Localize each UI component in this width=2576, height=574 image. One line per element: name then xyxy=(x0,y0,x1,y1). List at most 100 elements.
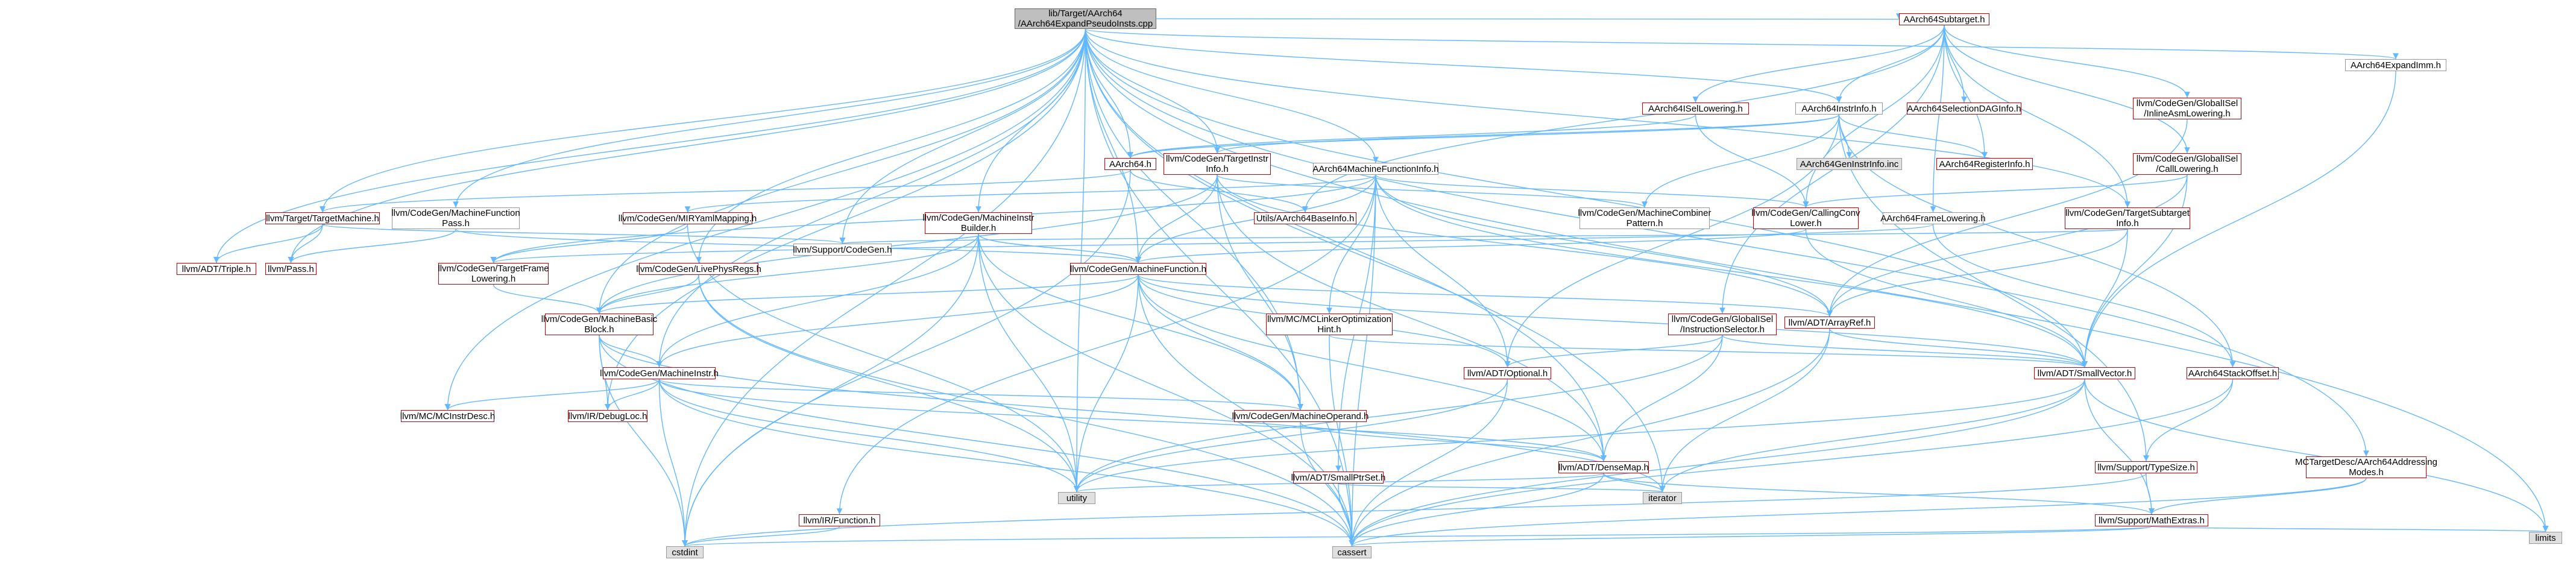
edge-optional-to-cassert xyxy=(1349,379,1508,547)
node-support-mathextras[interactable]: llvm/Support/MathExtras.h xyxy=(2095,514,2208,526)
node-aarch64-stackoffset[interactable]: AArch64StackOffset.h xyxy=(2187,367,2279,379)
node-root-file: lib/Target/AArch64 /AArch64ExpandPseudoI… xyxy=(1015,8,1156,29)
edge-subtarget-to-gisel_inlineasm xyxy=(1944,25,2190,98)
node-adt-smallptrset[interactable]: llvm/ADT/SmallPtrSet.h xyxy=(1291,472,1386,484)
edge-machineinstr-to-debugloc xyxy=(605,379,660,411)
edge-targetmachine-to-pass xyxy=(288,224,323,263)
node-adt-smallvector[interactable]: llvm/ADT/SmallVector.h xyxy=(2034,367,2135,379)
node-globalisel-instructionselector[interactable]: llvm/CodeGen/GlobalISel /InstructionSele… xyxy=(1668,314,1777,335)
node-cassert: cassert xyxy=(1332,546,1371,558)
node-adt-triple[interactable]: llvm/ADT/Triple.h xyxy=(177,263,256,275)
node-codegen-targetframelowering[interactable]: llvm/CodeGen/TargetFrame Lowering.h xyxy=(438,263,549,285)
edge-instrinfo-to-stackoffset xyxy=(1838,114,2236,368)
node-aarch64-selectiondaginfo[interactable]: AArch64SelectionDAGInfo.h xyxy=(1907,102,2021,115)
node-codegen-machinecombinerpattern[interactable]: llvm/CodeGen/MachineCombiner Pattern.h xyxy=(1578,207,1712,229)
edge-gisel_instrselector-to-densemap xyxy=(1601,335,1723,462)
node-globalisel-calllowering[interactable]: llvm/CodeGen/GlobalISel /CallLowering.h xyxy=(2133,153,2241,175)
edge-root-to-limits xyxy=(1085,28,2549,532)
edge-root-to-targetinstrinfo xyxy=(1085,28,1220,154)
node-aarch64-subtarget[interactable]: AArch64Subtarget.h xyxy=(1899,13,1989,25)
node-codegen-miryamlmapping[interactable]: llvm/CodeGen/MIRYamlMapping.h xyxy=(618,212,757,224)
edge-root-to-debugloc xyxy=(605,28,1086,411)
node-aarch64-expandimm[interactable]: AArch64ExpandImm.h xyxy=(2345,59,2446,71)
edge-mfi-to-smallvector xyxy=(1375,174,2088,368)
edge-root-to-targetmachine xyxy=(320,28,1086,213)
edge-mfi-to-arrayref xyxy=(1375,174,1833,317)
node-codegen-targetinstrinfo[interactable]: llvm/CodeGen/TargetInstr Info.h xyxy=(1164,153,1271,175)
edge-aarch64h-to-cstdint xyxy=(682,169,1131,547)
node-aarch64-instrinfo[interactable]: AArch64InstrInfo.h xyxy=(1795,102,1883,115)
edge-machinefunction-to-arrayref xyxy=(1138,274,1833,317)
edge-mathextras-to-cstdint xyxy=(682,526,2152,547)
node-ir-function[interactable]: llvm/IR/Function.h xyxy=(799,514,880,526)
node-adt-arrayref[interactable]: llvm/ADT/ArrayRef.h xyxy=(1784,317,1875,329)
edge-targetinstrinfo-to-combinerpattern xyxy=(1217,174,1648,208)
node-support-typesize[interactable]: llvm/Support/TypeSize.h xyxy=(2095,461,2197,473)
edge-machinefunction-to-machineinstr xyxy=(656,274,1139,368)
edge-machinefunction-to-mbb xyxy=(596,274,1139,314)
edge-root-to-machinefunction xyxy=(1085,28,1141,263)
node-aarch64-h[interactable]: AArch64.h xyxy=(1104,158,1156,170)
node-codegen-callingconvlower[interactable]: llvm/CodeGen/CallingConv Lower.h xyxy=(1751,207,1860,229)
node-aarch64-registerinfo[interactable]: AArch64RegisterInfo.h xyxy=(1936,158,2033,170)
edge-mclinearopt-to-cassert xyxy=(1329,335,1355,547)
edge-mclinearopt-to-smallvector xyxy=(1329,335,2088,368)
node-globalisel-inlineasmlowering[interactable]: llvm/CodeGen/GlobalISel /InlineAsmLoweri… xyxy=(2133,98,2241,119)
edge-gisel_instrselector-to-optional xyxy=(1504,335,1723,368)
edge-targetsubtargetinfo-to-supportcodegen xyxy=(840,229,2128,244)
edge-subtarget-to-callingconvlower xyxy=(1803,25,1945,208)
node-codegen-machinebasicblock[interactable]: llvm/CodeGen/MachineBasic Block.h xyxy=(541,314,658,335)
edge-mfi-to-mirymlmapping xyxy=(684,174,1376,213)
edge-isellowering-to-callingconvlower xyxy=(1695,114,1809,208)
node-codegen-machineoperand[interactable]: llvm/CodeGen/MachineOperand.h xyxy=(1232,410,1369,422)
edge-arrayref-to-cassert xyxy=(1349,328,1830,547)
edge-mibuilder-to-utility xyxy=(978,233,1080,493)
edge-machinefunction-to-utility xyxy=(1074,274,1139,493)
edge-instrinfo-to-aarch64h xyxy=(1127,114,1840,159)
edge-root-to-densemap xyxy=(1085,28,1607,462)
node-codegen-machinefunctionpass[interactable]: llvm/CodeGen/MachineFunction Pass.h xyxy=(391,207,520,229)
edge-mfi-to-cassert xyxy=(1349,174,1376,547)
node-aarch64-isellowering[interactable]: AArch64ISelLowering.h xyxy=(1642,102,1749,115)
edge-densemap-to-cassert xyxy=(1349,473,1604,547)
node-codegen-machineinstrbuilder[interactable]: llvm/CodeGen/MachineInstr Builder.h xyxy=(922,212,1034,234)
node-target-targetmachine[interactable]: llvm/Target/TargetMachine.h xyxy=(265,212,380,224)
node-adt-optional[interactable]: llvm/ADT/Optional.h xyxy=(1464,367,1551,379)
node-mc-mcinstrdesc[interactable]: llvm/MC/MCInstrDesc.h xyxy=(400,410,496,422)
node-utils-aarch64baseinfo[interactable]: Utils/AArch64BaseInfo.h xyxy=(1254,212,1356,224)
edge-densemap-to-mathextras xyxy=(1603,473,2155,515)
edge-smallvector-to-limits xyxy=(2084,379,2549,532)
edge-machineinstr-to-cstdint xyxy=(658,379,688,547)
edge-gisel_calllowering-to-arrayref xyxy=(1827,174,2188,317)
node-codegen-livephysregs[interactable]: llvm/CodeGen/LivePhysRegs.h xyxy=(636,263,761,275)
edge-mfpass-to-pass xyxy=(288,229,456,263)
edge-root-to-utility xyxy=(1074,28,1086,493)
edge-stackoffset-to-cassert xyxy=(1349,379,2234,547)
node-pass[interactable]: llvm/Pass.h xyxy=(265,263,316,275)
edge-livephysregs-to-utility xyxy=(698,274,1080,493)
edge-subtarget-to-isellowering xyxy=(1692,25,1945,103)
node-adt-densemap[interactable]: llvm/ADT/DenseMap.h xyxy=(1558,461,1649,473)
node-aarch64-framelowering[interactable]: AArch64FrameLowering.h xyxy=(1880,212,1986,224)
edge-instrinfo-to-targetinstrinfo xyxy=(1214,114,1840,154)
edge-mathextras-to-limits xyxy=(2151,525,2548,532)
edge-subtarget-to-framelowering xyxy=(1930,25,1945,213)
node-support-codegen[interactable]: llvm/Support/CodeGen.h xyxy=(793,244,892,256)
node-codegen-machineinstr[interactable]: llvm/CodeGen/MachineInstr.h xyxy=(600,367,719,379)
edge-instrinfo-to-reginfo xyxy=(1838,114,1988,159)
edge-mbb-to-machineinstr xyxy=(599,335,663,368)
node-ir-debugloc[interactable]: llvm/IR/DebugLoc.h xyxy=(568,410,647,422)
edge-root-to-mcinstrdesc xyxy=(444,28,1086,411)
edge-machinefunction-to-smallvector xyxy=(1138,274,2088,368)
edge-subtarget-to-baseinfo xyxy=(1302,25,1945,213)
edge-mfi-to-optional xyxy=(1375,174,1511,368)
edge-root-to-mbb xyxy=(596,28,1086,314)
node-mc-mclinkeroptimizationhint[interactable]: llvm/MC/MCLinkerOptimization Hint.h xyxy=(1266,314,1393,335)
node-mctargetdesc-addressingmodes[interactable]: MCTargetDesc/AArch64Addressing Modes.h xyxy=(2295,456,2437,478)
edge-mibuilder-to-machineoperand xyxy=(978,233,1303,411)
edge-machineoperand-to-densemap xyxy=(1300,421,1607,462)
node-codegen-machinefunction[interactable]: llvm/CodeGen/MachineFunction.h xyxy=(1070,263,1206,275)
node-aarch64-machinefunctioninfo[interactable]: AArch64MachineFunctionInfo.h xyxy=(1312,163,1439,175)
node-codegen-targetsubtargetinfo[interactable]: llvm/CodeGen/TargetSubtarget Info.h xyxy=(2065,207,2190,229)
